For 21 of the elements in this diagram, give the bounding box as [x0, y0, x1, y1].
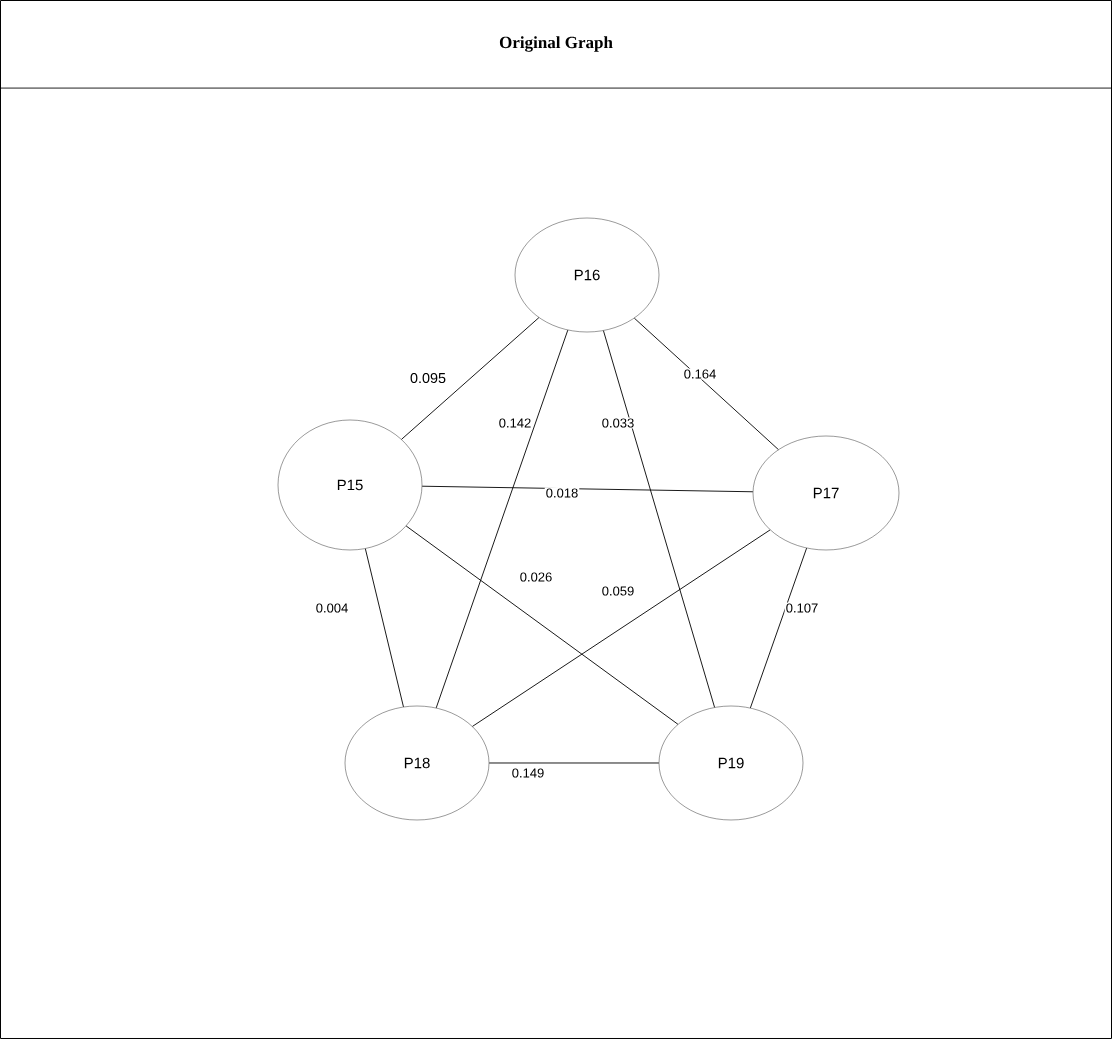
edge-label: 0.059: [600, 585, 636, 597]
connector-line: [435, 329, 569, 709]
edge-label: 0.033: [600, 417, 636, 429]
edge-label: 0.026: [518, 571, 554, 583]
edge-label: 0.018: [544, 487, 580, 499]
edge-label: 0.004: [314, 602, 350, 614]
edge-label: 0.164: [682, 368, 718, 380]
edge-label: 0.149: [510, 767, 546, 779]
title: Original Graph: [499, 36, 613, 52]
connector-line: [401, 317, 540, 440]
connector-line: [472, 529, 771, 727]
connector-line: [364, 548, 404, 708]
connector-line: [749, 547, 808, 709]
edge-label: 0.107: [784, 602, 820, 614]
connector-line: [405, 525, 679, 725]
edge-label: 0.095: [409, 371, 447, 385]
connector-line: [633, 317, 779, 450]
edge-label: 0.142: [497, 417, 533, 429]
connector-line: [488, 762, 660, 764]
connector-line: [603, 330, 716, 708]
connector-line: [421, 485, 754, 493]
